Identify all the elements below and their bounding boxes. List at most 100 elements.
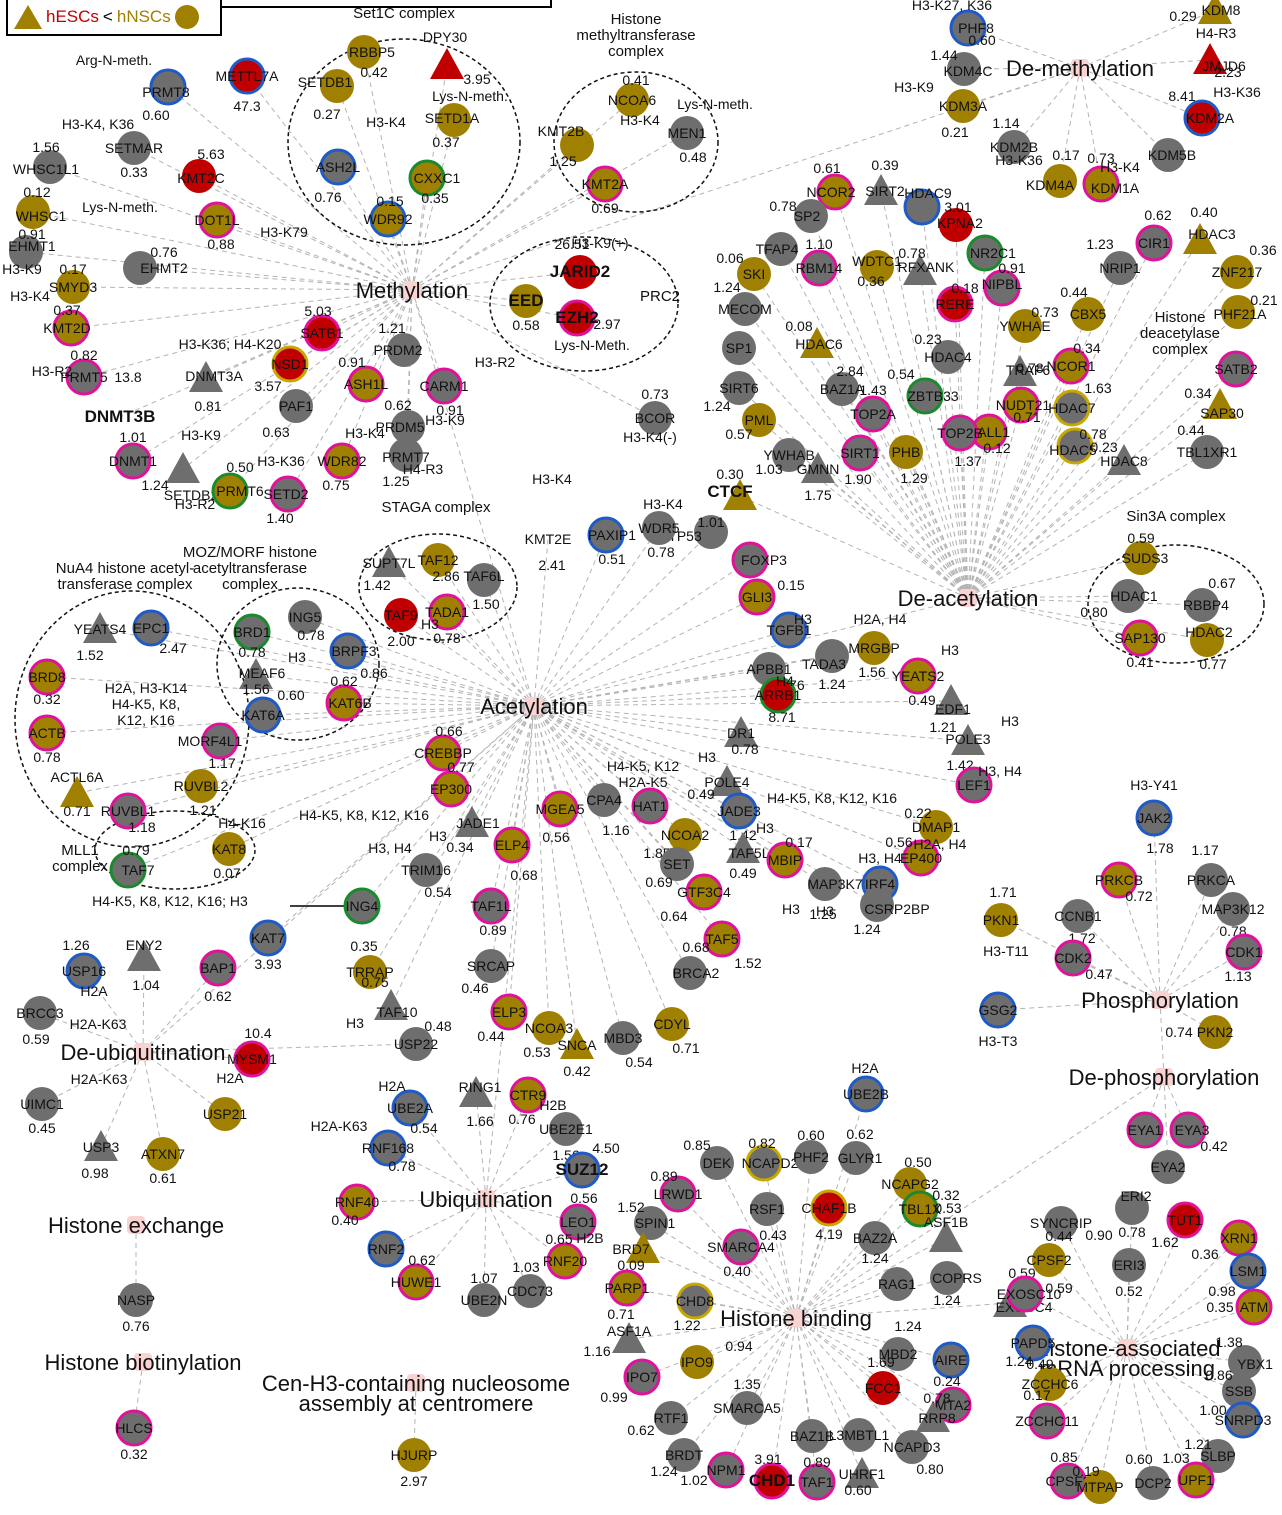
node-BAZ1B[interactable]: BAZ1B [790, 1419, 834, 1453]
node-SATB2[interactable]: SATB2 [1214, 350, 1258, 388]
node-RAG1[interactable]: RAG1 [878, 1267, 916, 1301]
node-LEF1[interactable]: LEF1 [955, 766, 993, 804]
node-FOXP3[interactable]: FOXP3 [731, 541, 787, 579]
node-KDM5B[interactable]: KDM5B [1148, 138, 1196, 172]
node-EYA2[interactable]: EYA2 [1151, 1150, 1186, 1184]
node-UBE2B[interactable]: UBE2B [843, 1075, 889, 1113]
node-USP21[interactable]: USP21 [203, 1097, 248, 1131]
node-AIRE[interactable]: AIRE [932, 1341, 970, 1379]
